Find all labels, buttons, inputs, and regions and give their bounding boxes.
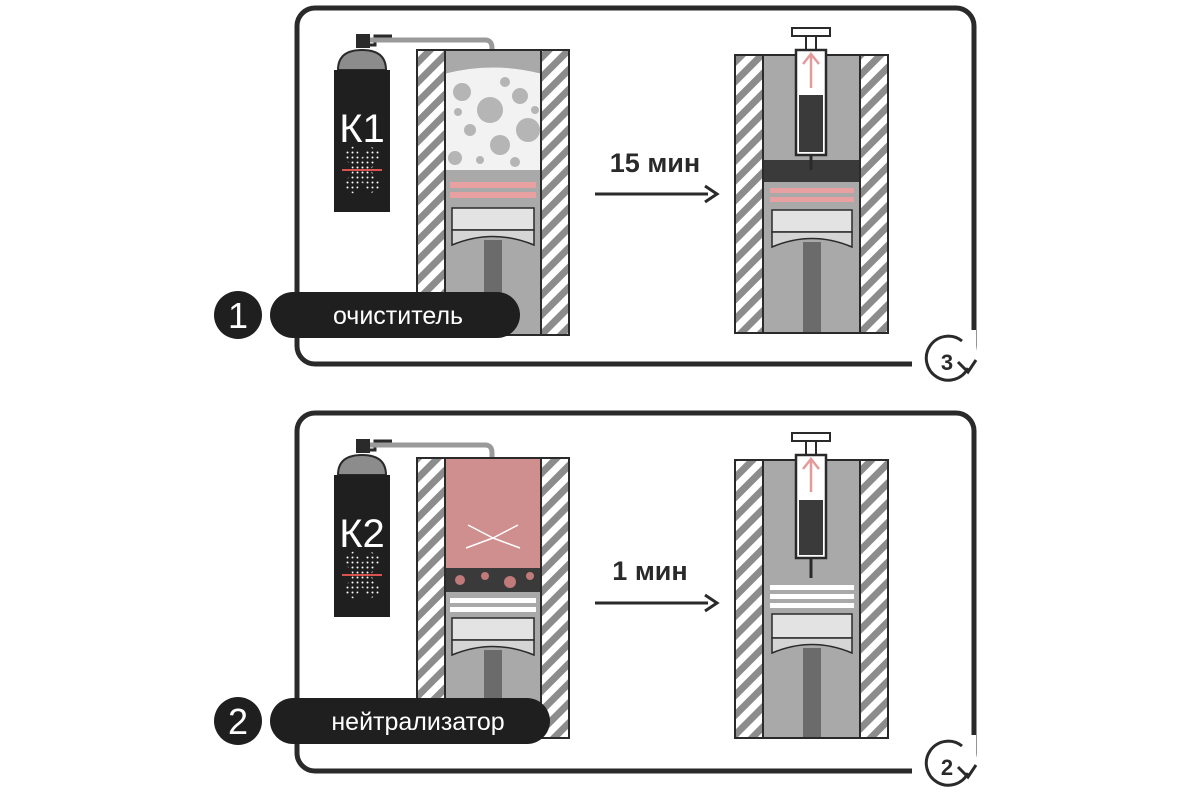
step-2-badge: 2 нейтрализатор <box>214 697 550 745</box>
step-2-frame <box>294 410 977 774</box>
spray-hose <box>370 37 495 95</box>
step-label: очиститель <box>333 302 463 330</box>
repeat-icon: 2 <box>912 735 978 795</box>
step-number: 1 <box>228 295 248 336</box>
repeat-count: 3 <box>941 350 953 375</box>
step-1-panel: К1 <box>214 5 978 390</box>
brand-x-icon <box>342 550 382 600</box>
step-number: 2 <box>228 701 248 742</box>
can-label: К1 <box>339 107 385 151</box>
cylinder-syringe-icon <box>734 432 889 739</box>
cylinder-syringe-icon <box>734 27 889 334</box>
step-label: нейтрализатор <box>331 708 504 736</box>
repeat-icon: 3 <box>912 330 978 390</box>
arrow-right-icon <box>595 184 720 204</box>
spray-can-icon: К1 <box>334 34 392 212</box>
step-1-frame <box>294 5 977 367</box>
wait-time: 15 мин <box>610 148 700 178</box>
cylinder-liquid-icon <box>416 457 570 739</box>
can-label: К2 <box>339 512 385 556</box>
brand-x-icon <box>342 145 382 195</box>
wait-time: 1 мин <box>612 556 687 586</box>
foam-bubbles <box>448 77 540 167</box>
spray-burst <box>465 524 521 549</box>
spray-can-icon: К2 <box>334 439 392 617</box>
step-1-badge: 1 очиститель <box>214 291 520 339</box>
repeat-count: 2 <box>941 755 953 780</box>
arrow-right-icon <box>595 593 720 613</box>
spray-hose <box>370 442 495 530</box>
step-2-panel: К2 <box>214 410 978 795</box>
